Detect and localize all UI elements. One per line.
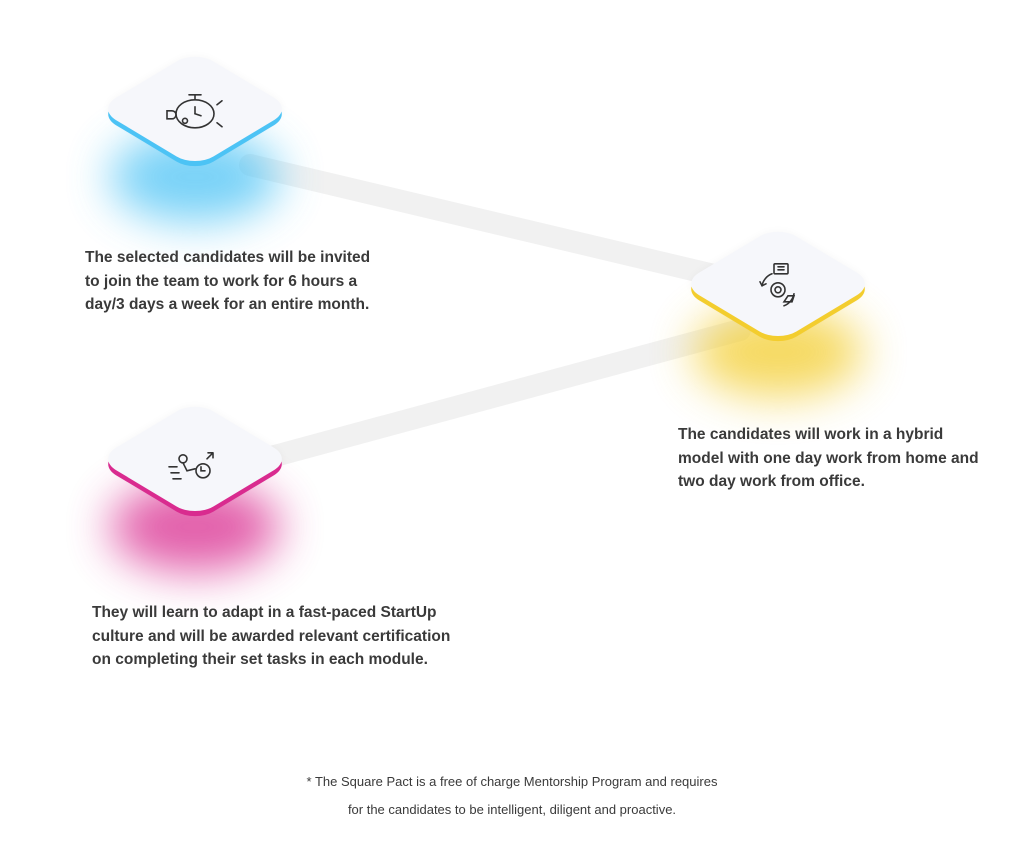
program-footnote: * The Square Pact is a free of charge Me… — [0, 768, 1024, 824]
hybrid-work-cycle-icon — [759, 262, 796, 307]
step-tile-time — [95, 20, 295, 222]
step-tile-hybrid — [678, 195, 878, 397]
step-tile-startup — [95, 370, 295, 572]
step-description-time: The selected candidates will be invited … — [85, 249, 371, 313]
stopwatch-icon — [166, 94, 223, 129]
footnote-line-1: * The Square Pact is a free of charge Me… — [306, 774, 718, 789]
step-description-hybrid: The candidates will work in a hybrid mod… — [678, 426, 979, 490]
fast-paced-growth-icon — [168, 451, 214, 480]
footnote-line-2: for the candidates to be intelligent, di… — [347, 802, 677, 817]
step-description-startup: They will learn to adapt in a fast-paced… — [92, 604, 451, 668]
